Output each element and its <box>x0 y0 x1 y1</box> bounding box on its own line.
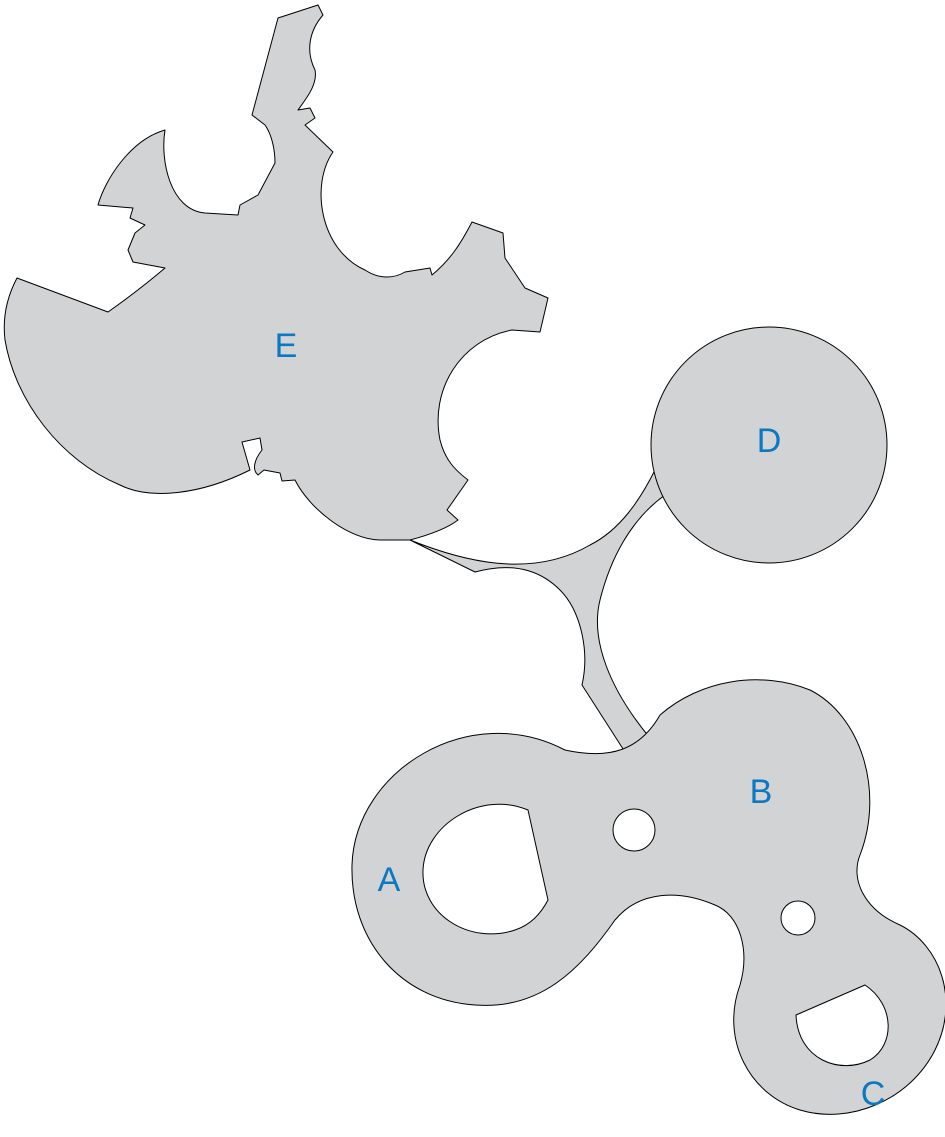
region-abc-shape <box>351 679 945 1115</box>
label-b: B <box>750 773 773 811</box>
region-d-shape <box>650 326 888 564</box>
region-e-shape <box>3 4 549 541</box>
label-d: D <box>757 422 782 460</box>
label-c: C <box>861 1075 886 1113</box>
label-e: E <box>275 327 298 365</box>
connector-shape <box>409 469 666 753</box>
label-a: A <box>378 861 401 899</box>
